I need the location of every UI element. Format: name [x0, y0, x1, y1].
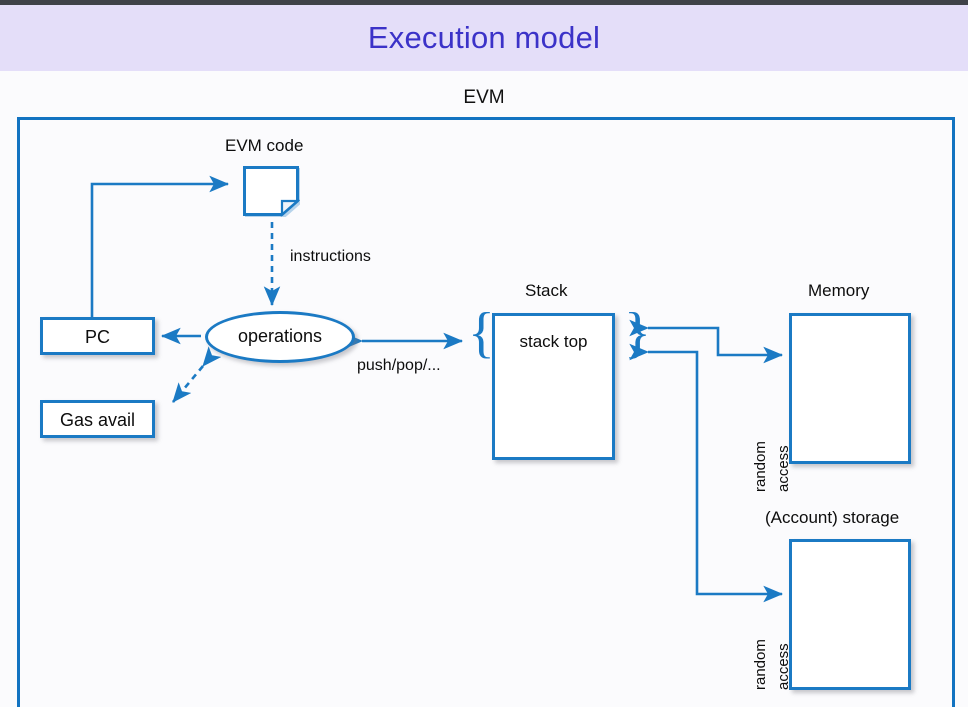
evm-code-label: EVM code — [225, 136, 304, 155]
evm-frame-label: EVM — [463, 87, 505, 108]
stack-top-label: stack top — [519, 332, 588, 351]
gas-avail-label: Gas avail — [59, 410, 136, 430]
stack-right-brace-icon: } — [624, 302, 651, 364]
evm-boundary-frame — [17, 117, 955, 707]
stack-box: stack top — [492, 313, 615, 460]
pc-label: PC — [84, 327, 110, 347]
memory-box — [789, 313, 911, 464]
pc-box: PC — [40, 317, 155, 355]
memory-access-label-line2: access — [775, 445, 792, 492]
account-storage-box — [789, 539, 911, 690]
operations-ellipse: operations — [205, 311, 355, 363]
operations-label: operations — [237, 326, 323, 346]
gas-avail-box: Gas avail — [40, 400, 155, 438]
document-page-icon — [243, 166, 300, 217]
title-band — [0, 5, 968, 71]
memory-access-label-line1: random — [752, 441, 769, 492]
account-storage-label: (Account) storage — [765, 508, 900, 527]
page-title: Execution model — [367, 20, 601, 55]
top-accent-bar — [0, 0, 968, 5]
storage-access-label-line1: random — [752, 639, 769, 690]
memory-label: Memory — [808, 281, 870, 300]
push-pop-edge-label: push/pop/... — [357, 357, 441, 374]
stack-label: Stack — [525, 281, 568, 300]
stack-left-brace-icon: { — [468, 302, 495, 364]
storage-access-label-line2: access — [775, 643, 792, 690]
instructions-edge-label: instructions — [290, 248, 371, 265]
